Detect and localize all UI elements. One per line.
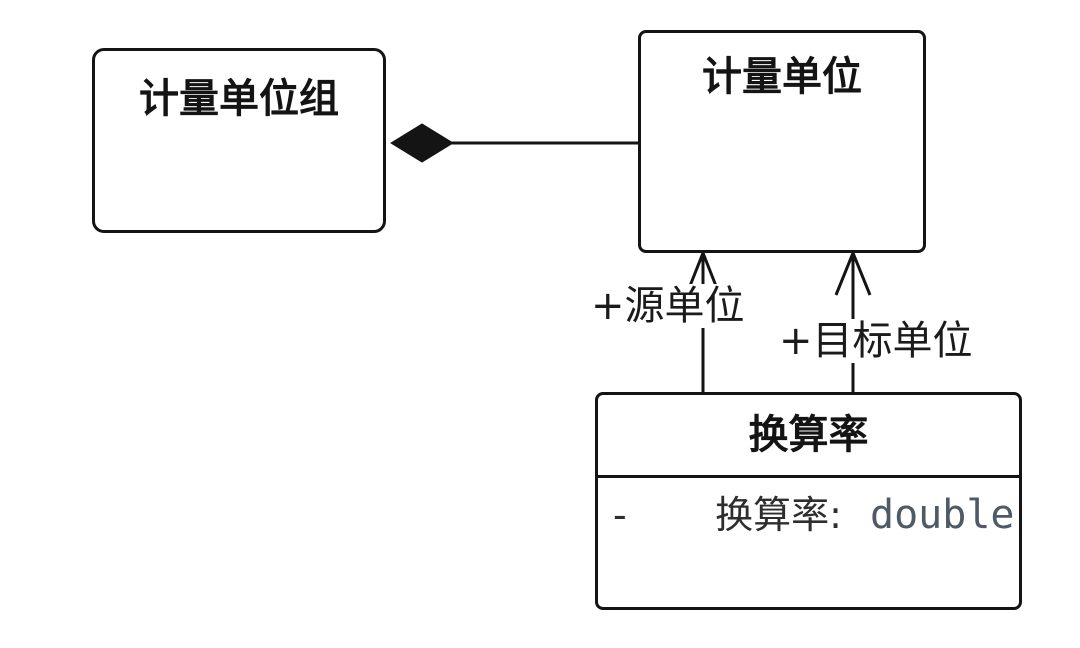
class-measurement-unit: 计量单位 [638, 30, 926, 253]
association-label-source-unit: +源单位 [591, 283, 745, 329]
class-measurement-unit-group-title: 计量单位组 [139, 76, 339, 122]
class-conversion-rate-header: 换算率 [598, 395, 1019, 478]
attribute-conversion-rate: - 换算率: double [613, 492, 1019, 538]
attribute-type: double [870, 492, 1015, 538]
class-conversion-rate-attributes: - 换算率: double [598, 478, 1019, 538]
source-unit-arrowhead-icon [686, 248, 720, 292]
class-measurement-unit-group: 计量单位组 [92, 48, 386, 233]
target-unit-arrowhead-icon [834, 249, 872, 296]
attribute-visibility-marker: - [613, 493, 627, 537]
composition-diamond-icon [390, 123, 454, 163]
class-conversion-rate-title: 换算率 [748, 412, 869, 458]
class-measurement-unit-title: 计量单位 [702, 54, 862, 100]
attribute-name: 换算率: [715, 493, 842, 537]
association-label-target-unit: +目标单位 [779, 318, 973, 364]
class-conversion-rate: 换算率 - 换算率: double [595, 392, 1022, 610]
